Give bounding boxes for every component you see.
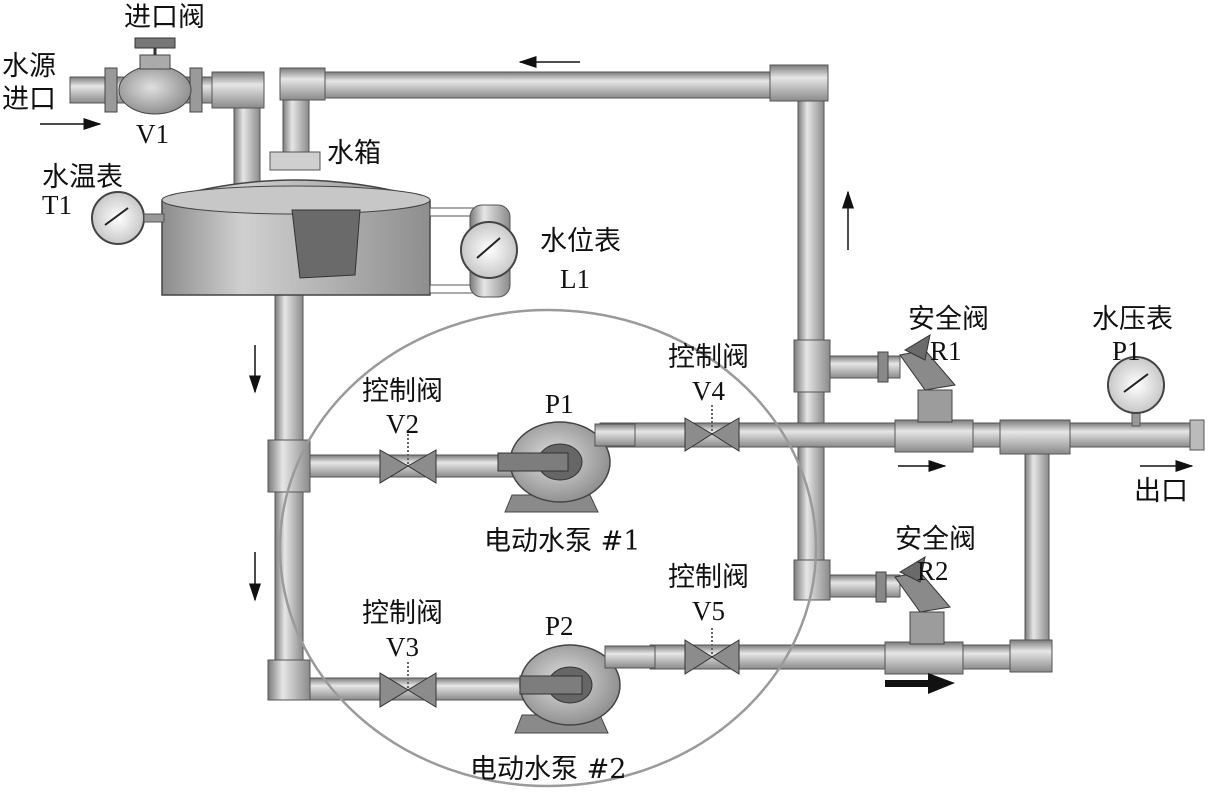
source-inlet-label-2: 进口 xyxy=(2,84,56,115)
safety-valve-r2-id: R2 xyxy=(917,556,949,586)
labels: 水源 进口 进口阀 V1 水温表 T1 水箱 水位表 L1 控制阀 V2 控制阀… xyxy=(2,2,1188,785)
water-temp-id: T1 xyxy=(42,190,72,220)
safety-valve-r1 xyxy=(877,333,956,423)
outlet-label: 出口 xyxy=(1134,476,1188,507)
control-valve-v4-label: 控制阀 xyxy=(668,342,749,373)
control-valve-v5 xyxy=(684,628,740,675)
water-level-label: 水位表 xyxy=(540,226,621,257)
inlet-valve-v1 xyxy=(104,37,203,115)
water-level-id: L1 xyxy=(560,264,590,294)
safety-valve-r2-label: 安全阀 xyxy=(895,524,976,555)
water-tank-label: 水箱 xyxy=(327,138,381,169)
flow-arrows xyxy=(40,56,1194,602)
control-valve-v5-id: V5 xyxy=(692,596,725,626)
control-valve-v2-id: V2 xyxy=(386,409,419,439)
pressure-gauge-p1 xyxy=(1107,356,1165,414)
control-valve-v4-id: V4 xyxy=(692,376,725,406)
inlet-valve-label: 进口阀 xyxy=(124,2,205,33)
electric-pump-1 xyxy=(497,421,636,513)
control-valve-v4 xyxy=(684,405,740,452)
pump2-id: P2 xyxy=(545,611,574,641)
control-valve-v3 xyxy=(379,662,437,708)
pipe-network xyxy=(69,64,1205,701)
electric-pump-2 xyxy=(514,644,656,734)
control-valve-v3-id: V3 xyxy=(386,632,419,662)
source-inlet-label-1: 水源 xyxy=(2,51,56,82)
pressure-gauge-label: 水压表 xyxy=(1092,304,1173,335)
pump2-name: 电动水泵 #2 xyxy=(470,754,626,785)
control-valve-v2 xyxy=(379,430,437,484)
control-valve-v5-label: 控制阀 xyxy=(668,562,749,593)
pump1-id: P1 xyxy=(545,389,574,419)
pump1-name: 电动水泵 #1 xyxy=(484,526,640,557)
safety-valve-r2 xyxy=(875,555,951,645)
pressure-gauge-id: P1 xyxy=(1112,336,1141,366)
water-tank xyxy=(161,151,431,296)
pump-highlight-circle xyxy=(278,308,818,788)
water-temp-label: 水温表 xyxy=(42,162,123,193)
control-valve-v2-label: 控制阀 xyxy=(362,376,443,407)
level-gauge-l1 xyxy=(429,204,518,298)
inlet-valve-id: V1 xyxy=(136,119,169,149)
temp-gauge-t1 xyxy=(91,191,165,245)
bold-flow-arrow xyxy=(885,673,955,694)
control-valve-v3-label: 控制阀 xyxy=(362,598,443,629)
safety-valve-r1-label: 安全阀 xyxy=(908,304,989,335)
safety-valve-r1-id: R1 xyxy=(930,336,962,366)
